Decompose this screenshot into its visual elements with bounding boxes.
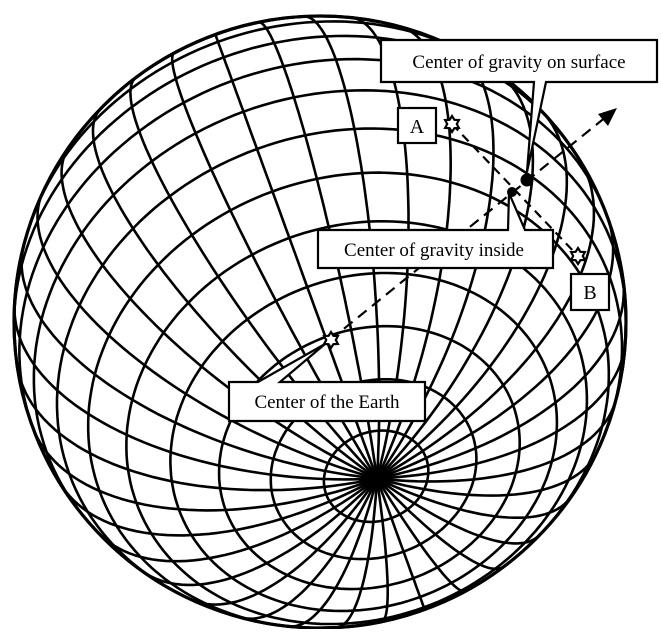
inside-gravity-dot-icon xyxy=(507,187,517,197)
inside-callout-label: Center of gravity inside xyxy=(344,240,524,261)
point-b-label: B xyxy=(583,282,596,304)
point-b-box: B xyxy=(571,274,609,310)
point-a-box: A xyxy=(398,108,436,143)
axis-arrowhead-icon xyxy=(598,108,617,126)
surface-callout-label: Center of gravity on surface xyxy=(412,52,625,73)
point-a-label: A xyxy=(410,116,425,138)
center-callout-label: Center of the Earth xyxy=(254,392,400,413)
surface-gravity-dot-icon xyxy=(521,174,534,187)
